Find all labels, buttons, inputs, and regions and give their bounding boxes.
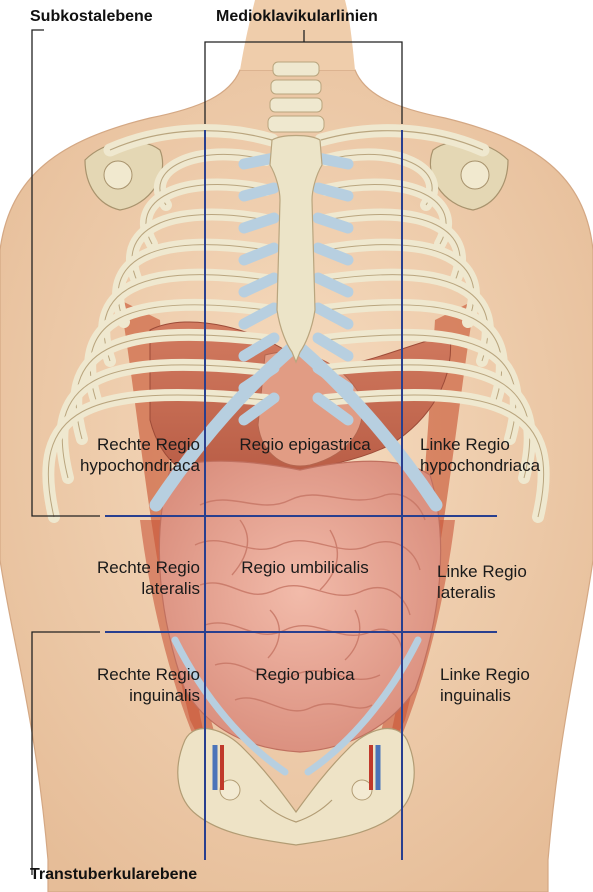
region-right-inguinal: Rechte Regio inguinalis [60,664,200,706]
region-epigastric-line1: Regio epigastrica [220,434,390,455]
region-left-inguinal-line2: inguinalis [440,685,590,706]
region-right-lateral-line1: Rechte Regio [60,557,200,578]
region-right-inguinal-line1: Rechte Regio [60,664,200,685]
region-right-inguinal-line2: inguinalis [60,685,200,706]
region-pubic: Regio pubica [220,664,390,685]
region-right-hypochondriac-line1: Rechte Regio [60,434,200,455]
region-umbilical: Regio umbilicalis [220,557,390,578]
region-left-inguinal-line1: Linke Regio [440,664,590,685]
region-left-inguinal: Linke Regio inguinalis [440,664,590,706]
region-right-lateral-line2: lateralis [60,578,200,599]
region-umbilical-line1: Regio umbilicalis [220,557,390,578]
region-right-hypochondriac-line2: hypochondriaca [60,455,200,476]
right-costal-cartilage-2 [244,188,274,196]
region-epigastric: Regio epigastrica [220,434,390,455]
left-costal-cartilage-2 [318,188,348,196]
region-right-hypochondriac: Rechte Regio hypochondriaca [60,434,200,476]
region-right-lateral: Rechte Regio lateralis [60,557,200,599]
right-costal-cartilage-1 [244,158,274,164]
transtubercular-plane-label: Transtuberkularebene [30,866,197,884]
left-costal-cartilage-1 [318,158,348,164]
midclavicular-lines-label: Medioklavikularlinien [216,8,378,26]
subcostal-plane-label: Subkostalebene [30,8,153,26]
region-left-hypochondriac-line2: hypochondriaca [420,455,590,476]
region-left-hypochondriac: Linke Regio hypochondriaca [420,434,590,476]
region-left-hypochondriac-line1: Linke Regio [420,434,590,455]
region-left-lateral-line1: Linke Regio [437,561,587,582]
region-left-lateral-line2: lateralis [437,582,587,603]
region-pubic-line1: Regio pubica [220,664,390,685]
region-left-lateral: Linke Regio lateralis [437,561,587,603]
